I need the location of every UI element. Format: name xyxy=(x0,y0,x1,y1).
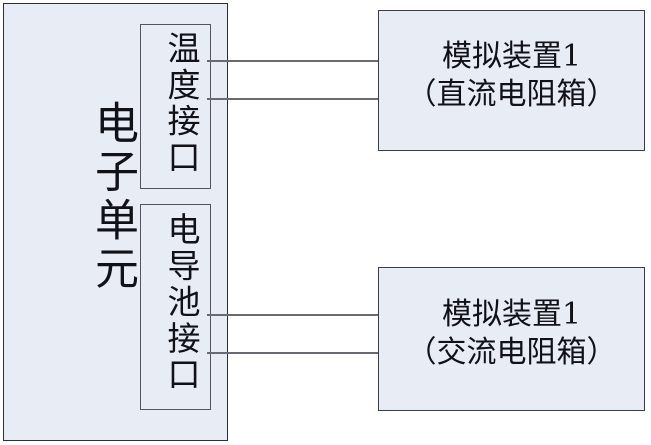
simulator-ac-label-line2: （交流电阻箱） xyxy=(406,335,617,371)
electronic-unit-box: 电子单元 温度接口 电导池接口 xyxy=(3,3,228,441)
conductivity-cell-port-box xyxy=(140,204,211,410)
simulator-dc-label-line1: 模拟装置1 xyxy=(441,39,582,74)
simulator-ac-label-line1: 模拟装置1 xyxy=(441,297,582,332)
simulator-dc-label-line2: （直流电阻箱） xyxy=(406,77,617,113)
temperature-port-box xyxy=(140,24,211,189)
conductivity-wire-2 xyxy=(207,352,379,354)
temperature-port-label: 温度接口 xyxy=(162,31,201,177)
conductivity-cell-port-label: 电导池接口 xyxy=(162,212,201,394)
conductivity-wire-1 xyxy=(207,314,379,316)
simulator-ac-label: 模拟装置1 （交流电阻箱） xyxy=(379,296,644,373)
temperature-wire-2 xyxy=(207,98,379,100)
temperature-wire-1 xyxy=(207,60,379,62)
simulator-ac-box: 模拟装置1 （交流电阻箱） xyxy=(378,267,645,411)
simulator-dc-label: 模拟装置1 （直流电阻箱） xyxy=(379,38,644,115)
simulator-dc-box: 模拟装置1 （直流电阻箱） xyxy=(378,10,645,151)
electronic-unit-label: 电子单元 xyxy=(87,100,138,294)
